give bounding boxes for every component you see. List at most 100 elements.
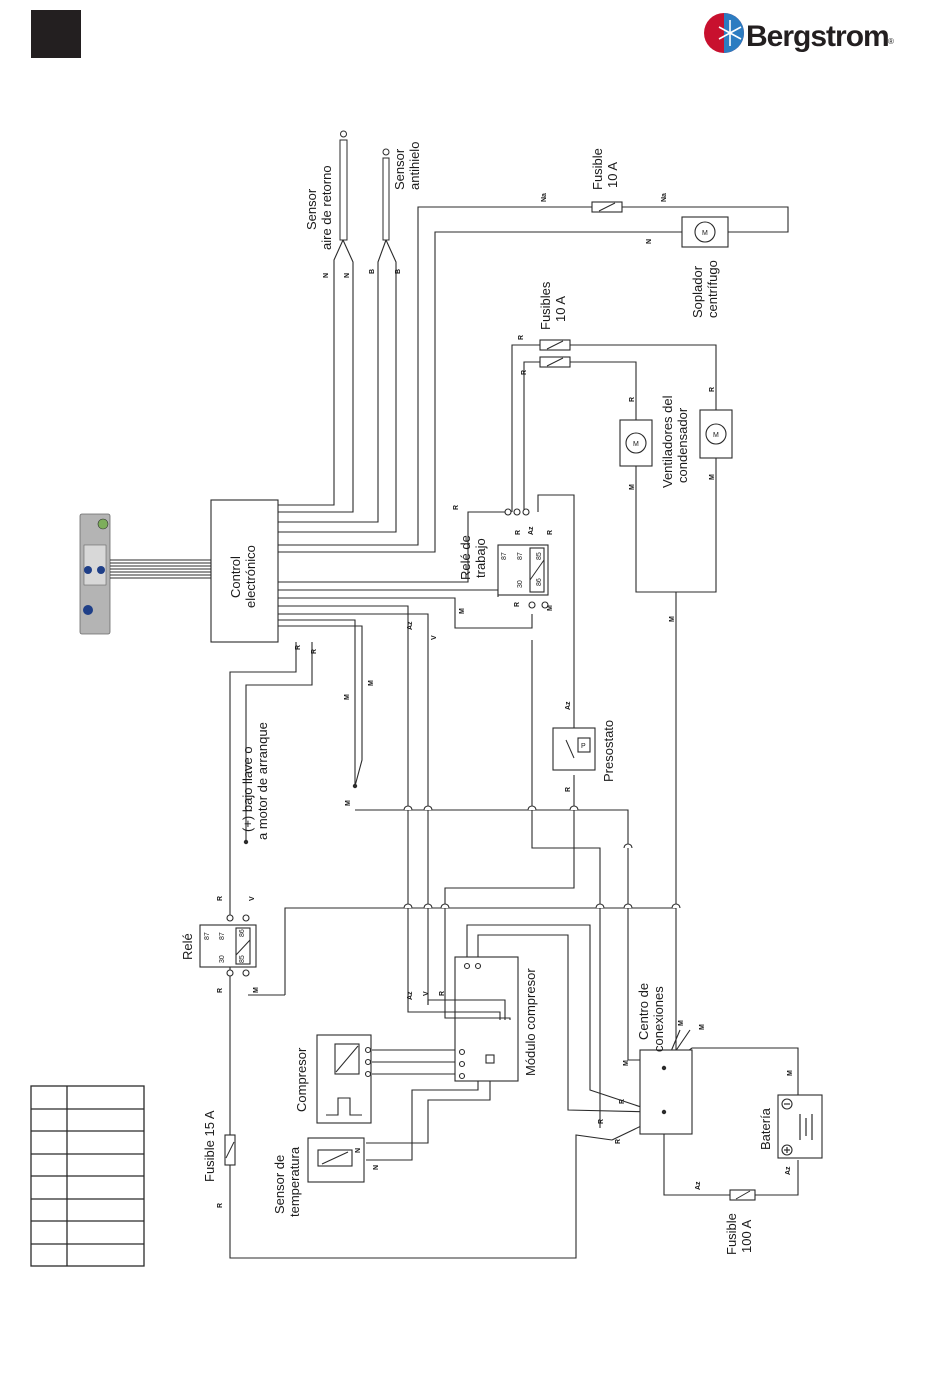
- wire-label-m: M: [547, 605, 554, 611]
- control-label-2: electrónico: [243, 545, 258, 608]
- condenser-fuses-label-1: Fusibles: [538, 281, 553, 330]
- wire-label-m: M: [253, 987, 260, 993]
- work-relay-pin-85: 85: [536, 552, 543, 560]
- wire-label-r: R: [709, 387, 716, 392]
- condenser-fuses-label-2: 10 A: [553, 296, 568, 322]
- wire-label-az: Az: [785, 1166, 792, 1175]
- wire-label-r: R: [217, 896, 224, 901]
- battery-label: Batería: [758, 1107, 773, 1150]
- return-air-sensor: Sensor aire de retorno: [304, 130, 348, 250]
- bergstrom-logo: Bergstrom ®: [704, 13, 894, 53]
- svg-text:Relé de trabajo: Relé de trabajo: [458, 532, 488, 580]
- ignition-feed: (+) bajo llave o a motor de arranque: [240, 722, 358, 845]
- blower-fuse-label-2: 10 A: [605, 162, 620, 188]
- work-relay: 87 87 30 86 85 Relé de trabajo: [458, 508, 549, 609]
- wire-label-az: Az: [407, 621, 414, 630]
- fan-button-icon: [84, 566, 92, 574]
- wire-label-b: B: [369, 269, 376, 274]
- relay-pin-30: 30: [219, 955, 226, 963]
- wire-label-na: Na: [661, 193, 668, 202]
- wire-label-r: R: [514, 602, 521, 607]
- wire-label-r: R: [518, 335, 525, 340]
- wire-label-r: R: [515, 530, 522, 535]
- blower-label-2: centrífugo: [705, 260, 720, 318]
- battery: Batería: [758, 1094, 823, 1159]
- wires: [229, 206, 799, 1259]
- wire-label-b: B: [395, 269, 402, 274]
- control-panel-image: [79, 513, 211, 635]
- wire-label-r: R: [311, 649, 318, 654]
- work-relay-pin-30: 30: [517, 580, 524, 588]
- wire-label-m: M: [344, 694, 351, 700]
- temperature-sensor: Sensor de temperatura: [272, 1137, 365, 1217]
- svg-text:Fusibles 10 A: Fusibles 10 A: [538, 278, 568, 330]
- wire-label-v: V: [423, 991, 430, 996]
- return-air-sensor-label-2: aire de retorno: [319, 165, 334, 250]
- temp-sensor-label-2: temperatura: [287, 1146, 302, 1217]
- wire-label-v: V: [431, 635, 438, 640]
- wire-label-r: R: [629, 397, 636, 402]
- junction-label-1: Centro de: [636, 983, 651, 1040]
- relay-fuse: Fusible 15 A: [202, 1110, 236, 1182]
- wire-label-m: M: [459, 608, 466, 614]
- power-button-icon: [97, 518, 109, 530]
- work-relay-pin-87: 87: [501, 552, 508, 560]
- wire-label-r: R: [615, 1139, 622, 1144]
- antifreeze-sensor: Sensor antihielo: [382, 142, 422, 241]
- junction-center: Centro de conexiones: [636, 979, 693, 1135]
- motor-icon: M: [633, 441, 639, 448]
- wire-label-az: Az: [407, 991, 414, 1000]
- work-relay-label-2: trabajo: [473, 538, 488, 578]
- wire-label-r: R: [547, 530, 554, 535]
- wire-label-r: R: [217, 988, 224, 993]
- wire-label-m: M: [623, 1060, 630, 1066]
- snowflake-icon: [718, 20, 742, 46]
- pressostat: P Presostato: [552, 720, 616, 782]
- legend-table: [30, 1085, 145, 1267]
- condenser-fans-label-1: Ventiladores del: [660, 395, 675, 488]
- compressor-module: Módulo compresor: [407, 956, 538, 1082]
- condenser-fans-label-2: condensador: [675, 407, 690, 483]
- centrifugal-blower: M Soplador centrífugo: [681, 216, 729, 318]
- antifreeze-sensor-label-2: antihielo: [407, 142, 422, 190]
- wire-crossings: [403, 805, 681, 909]
- blower-fuse: Fusible 10 A: [590, 148, 623, 213]
- wire-label-r: R: [521, 370, 528, 375]
- wire-labels: N N B B Na Na N R R R R M M R R Az R R M…: [217, 193, 794, 1208]
- work-relay-pin-86: 86: [536, 578, 543, 586]
- work-relay-label-1: Relé de: [458, 535, 473, 580]
- return-air-sensor-label-1: Sensor: [304, 188, 319, 230]
- brand-name: Bergstrom: [746, 20, 889, 53]
- work-relay-pin-87b: 87: [517, 552, 524, 560]
- relay-label: Relé: [180, 933, 195, 960]
- motor-icon: M: [702, 230, 708, 237]
- control-label-1: Control: [228, 556, 243, 598]
- wire-label-az: Az: [565, 701, 572, 710]
- electronic-control: Control electrónico: [210, 499, 279, 643]
- wire-label-r: R: [453, 505, 460, 510]
- svg-text:Centro de conexiones: Centro de conexiones: [636, 979, 666, 1052]
- pressostat-label: Presostato: [601, 720, 616, 782]
- compressor: Compresor: [294, 1034, 372, 1124]
- compressor-module-label: Módulo compresor: [523, 968, 538, 1076]
- wire-label-n: N: [344, 273, 351, 278]
- relay-pin-87: 87: [204, 932, 211, 940]
- wire-label-n: N: [646, 239, 653, 244]
- main-relay: 87 87 30 86 85 Relé: [180, 914, 257, 977]
- wire-label-n: N: [355, 1148, 362, 1153]
- wire-label-v: V: [249, 896, 256, 901]
- main-fuse: Fusible 100 A: [724, 1189, 756, 1255]
- compressor-label: Compresor: [294, 1047, 309, 1112]
- antifreeze-sensor-label-1: Sensor: [392, 148, 407, 190]
- junction-label-2: conexiones: [651, 986, 666, 1052]
- relay-pin-87b: 87: [219, 932, 226, 940]
- condenser-fuses: Fusibles 10 A: [538, 278, 571, 368]
- wire-label-m: M: [678, 1020, 685, 1026]
- temp-knob-icon: [83, 605, 93, 615]
- svg-text:Control electrónico: Control electrónico: [228, 545, 258, 608]
- svg-text:Fusible 100 A: Fusible 100 A: [724, 1209, 754, 1255]
- wire-label-az: Az: [695, 1181, 702, 1190]
- mode-button-icon: [97, 566, 105, 574]
- svg-text:Sensor de temperatura: Sensor de temperatura: [272, 1146, 302, 1217]
